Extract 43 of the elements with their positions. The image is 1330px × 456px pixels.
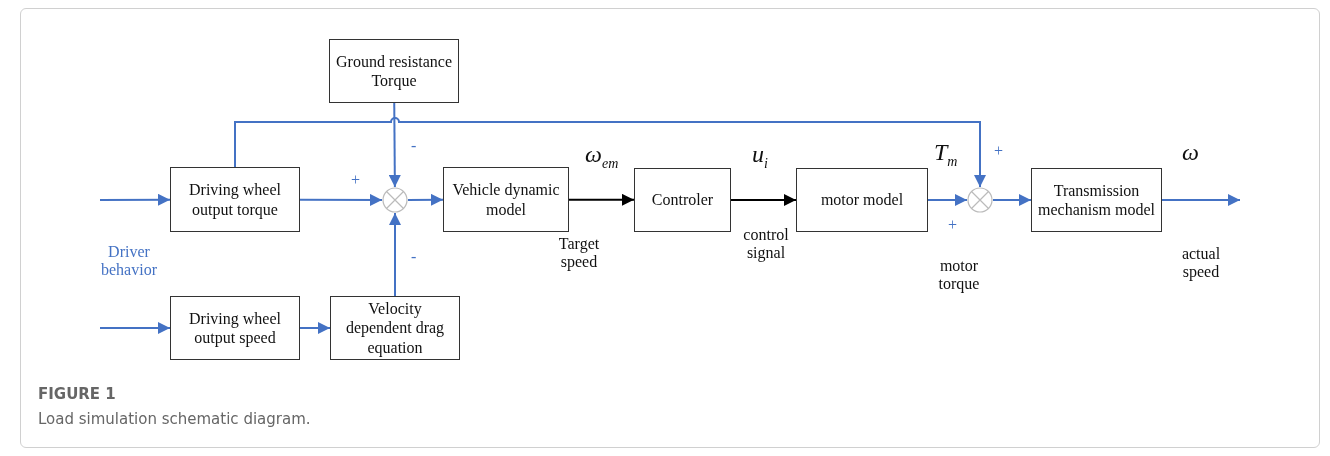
summing-junction (382, 187, 408, 213)
arrow (992, 194, 1032, 206)
sign-label: + (994, 142, 1004, 161)
block-label: motor model (820, 190, 904, 210)
arrow (568, 193, 635, 206)
block-label: Velocity dependent drag equation (344, 299, 446, 357)
signal-label: Driver behavior (100, 243, 158, 280)
signal-label: Target speed (557, 235, 601, 272)
arrow (927, 194, 968, 206)
block-label: Controler (651, 190, 714, 210)
block-box (634, 168, 731, 232)
sign-label: + (351, 171, 361, 190)
figure-caption: Load simulation schematic diagram. (38, 410, 311, 428)
block-box (1031, 168, 1162, 232)
block-box (329, 39, 459, 103)
block-label: Driving wheel output speed (188, 308, 282, 348)
sign-label: - (411, 137, 417, 156)
block-box (443, 167, 569, 232)
arrow (730, 194, 797, 206)
signal-label: actual speed (1180, 245, 1222, 282)
arrow (299, 322, 331, 334)
summing-junction (967, 187, 993, 213)
arrow (234, 117, 986, 188)
arrow (407, 193, 444, 206)
sign-label: - (411, 248, 417, 267)
arrow (389, 212, 401, 297)
block-label: Vehicle dynamic model (451, 180, 561, 219)
signal-label: motor torque (937, 257, 981, 294)
block-box (796, 168, 928, 232)
arrow (299, 193, 383, 206)
arrow (99, 322, 171, 334)
figure-title: FIGURE 1 (38, 385, 116, 403)
arrow (388, 102, 401, 188)
block-label: Transmission mechanism model (1038, 180, 1155, 220)
block-label: Driving wheel output torque (188, 180, 282, 219)
block-box (170, 296, 300, 360)
arrow (99, 193, 171, 206)
arrow (1161, 194, 1241, 206)
block-box (170, 167, 300, 232)
block-box (330, 296, 460, 360)
signal-label: control signal (742, 226, 790, 263)
block-label: Ground resistance Torque (336, 51, 452, 91)
sign-label: + (948, 216, 958, 235)
